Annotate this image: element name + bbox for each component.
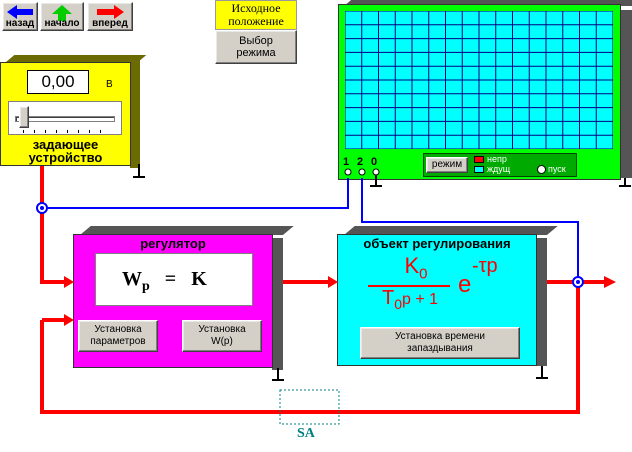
tf-denominator: T0p + 1: [364, 287, 456, 312]
exp-base: e: [458, 271, 472, 298]
channel-1-label: 1: [343, 156, 350, 168]
setter-value-field[interactable]: 0,00: [27, 70, 89, 94]
den-rest: p + 1: [401, 291, 439, 308]
back-button[interactable]: назад: [2, 2, 38, 31]
back-label: назад: [5, 18, 35, 29]
setter-panel: 0,00 В задающее устройство: [0, 62, 131, 166]
ground-symbol: [133, 176, 145, 178]
set-delay-button[interactable]: Установка времени запаздывания: [360, 327, 520, 359]
formula-sub: p: [142, 279, 150, 294]
scope-screen: [345, 11, 613, 149]
scope-side: [619, 10, 632, 178]
formula-k: K: [191, 268, 207, 290]
regulator-side: [272, 238, 283, 370]
initial-position-label: Исходное положение: [228, 1, 284, 28]
forward-label: вперед: [92, 18, 128, 29]
home-label: начало: [44, 18, 80, 29]
channel-0-label: 0: [371, 156, 378, 168]
set-delay-label: Установка времени запаздывания: [394, 331, 486, 354]
setter-top: [6, 55, 147, 62]
home-button[interactable]: начало: [40, 2, 84, 31]
object-panel: объект регулирования K0 T0p + 1 e -τp Ус…: [337, 234, 537, 366]
slider-thumb[interactable]: [19, 106, 29, 128]
num-main: K: [404, 253, 420, 278]
arrow-right-icon: [97, 5, 124, 19]
set-wp-label: Установка W(p): [198, 324, 246, 347]
scope-mode-label: режим: [431, 159, 463, 170]
formula-eq: =: [164, 268, 177, 290]
channel-2-label: 2: [357, 156, 364, 168]
setter-side: [130, 60, 140, 168]
option-wait-indicator[interactable]: [474, 166, 484, 173]
forward-button[interactable]: вперед: [87, 2, 133, 31]
set-wp-button[interactable]: Установка W(p): [182, 320, 262, 352]
setter-title-line1: задающее: [32, 137, 99, 152]
scope-mode-button[interactable]: режим: [426, 157, 468, 173]
slider-track: [15, 116, 115, 122]
initial-position-button[interactable]: Исходное положение: [215, 0, 297, 30]
mode-select-button[interactable]: Выбор режима: [215, 30, 297, 64]
setter-unit: В: [106, 79, 113, 90]
num-sub: 0: [419, 265, 428, 283]
option-continuous-label: непр: [487, 154, 507, 164]
option-wait-label: ждущ: [487, 164, 511, 174]
set-params-button[interactable]: Установка параметров: [78, 320, 158, 352]
set-params-label: Установка параметров: [90, 324, 146, 347]
slider-ticks: [23, 130, 111, 133]
regulator-panel: регулятор Wp = K Установка параметров Ус…: [73, 234, 273, 368]
option-continuous-indicator[interactable]: [474, 156, 484, 163]
arrow-up-icon: [52, 5, 72, 21]
mode-select-label: Выбор режима: [236, 35, 276, 59]
tf-numerator: K0: [366, 253, 466, 282]
start-radio[interactable]: [537, 165, 546, 174]
formula-w: W: [122, 268, 142, 290]
den-main: T: [381, 287, 395, 309]
scope-body: режим непр ждущ пуск: [338, 4, 621, 180]
sa-switch[interactable]: [280, 390, 339, 424]
object-title: объект регулирования: [363, 236, 511, 251]
regulator-title: регулятор: [140, 236, 206, 251]
start-label: пуск: [548, 164, 566, 174]
sa-label: SA: [297, 426, 315, 441]
regulator-formula: Wp = K: [95, 253, 253, 306]
exp-power: -τp: [472, 255, 498, 277]
setter-slider[interactable]: [8, 101, 122, 135]
arrow-left-icon: [7, 5, 33, 19]
object-side: [536, 238, 547, 366]
den-sub: 0: [394, 296, 402, 312]
setter-title-line2: устройство: [28, 150, 103, 165]
scope-controls: режим непр ждущ пуск: [423, 153, 577, 177]
